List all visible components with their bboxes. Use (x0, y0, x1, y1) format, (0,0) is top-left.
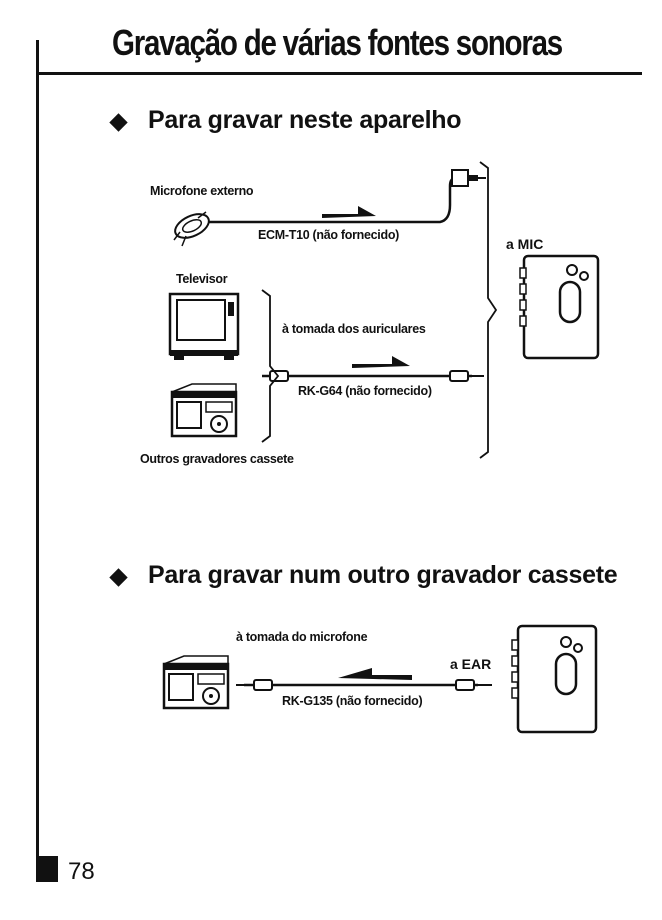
plug-right-icon (450, 371, 484, 381)
ear-target-label: a EAR (450, 656, 491, 672)
other-recorders-label: Outros gravadores cassete (140, 452, 294, 466)
microphone-icon (171, 209, 212, 246)
mic-brace (480, 162, 496, 458)
headphone-jack-label: à tomada dos auriculares (282, 322, 426, 336)
tv-icon (170, 294, 238, 360)
plug-right-icon (456, 680, 492, 690)
rk-g135-label: RK-G135 (não fornecido) (282, 694, 422, 708)
mic-cable-label: ECM-T10 (não fornecido) (258, 228, 399, 242)
mic-label: Microfone externo (150, 184, 253, 198)
tv-label: Televisor (176, 272, 227, 286)
arrow-right-icon (322, 206, 376, 218)
mic-target-label: a MIC (506, 236, 543, 252)
arrow-right-icon (352, 356, 410, 368)
page-number-marker (36, 856, 58, 882)
source-brace (262, 290, 278, 442)
page-number: 78 (68, 858, 95, 886)
radio-cassette-icon (172, 384, 236, 436)
cassette-player-icon (512, 626, 596, 732)
arrow-left-icon (338, 668, 412, 680)
mic-jack-label: à tomada do microfone (236, 630, 367, 644)
plug-left-icon (236, 680, 272, 690)
cassette-player-icon (520, 256, 598, 358)
mic-plug-icon (452, 170, 486, 186)
rk-g64-label: RK-G64 (não fornecido) (298, 384, 432, 398)
radio-cassette-icon (164, 656, 228, 708)
